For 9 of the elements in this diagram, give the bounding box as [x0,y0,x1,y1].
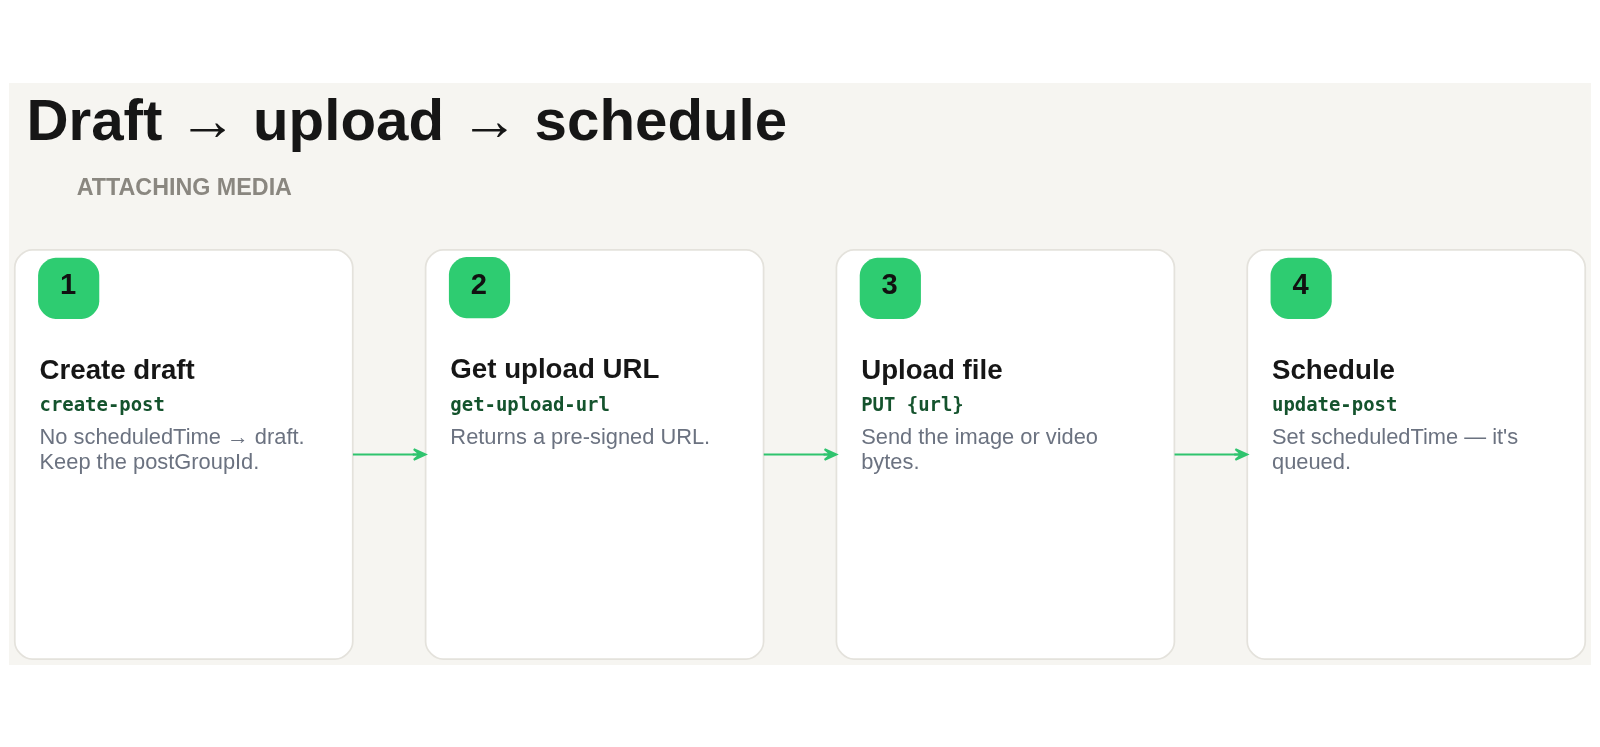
arrow [1174,447,1249,461]
arrow [763,447,838,461]
arrow [352,447,427,461]
node-box: 4 Schedule update-post Set scheduledTime — it's queued. [1246,248,1587,660]
label: ATTACHING MEDIA [76,173,292,200]
node-box: 2 Get upload URL get-upload-url Returns a pre-signed URL. [424,248,765,660]
node-box: 1 Create draft create-post No scheduledTime → draft. Keep the postGroupId. [13,248,354,660]
node-box: 3 Upload file PUT {url} Send the image or video bytes. [835,248,1176,660]
diagram-title: Draft → upload → schedule [26,86,788,152]
